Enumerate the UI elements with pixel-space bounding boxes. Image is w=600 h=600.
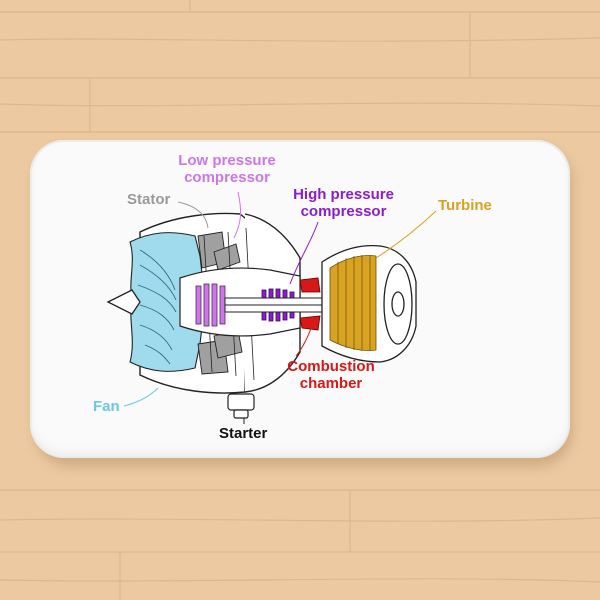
nose-cone — [106, 289, 141, 315]
combustion-chamber — [299, 277, 321, 331]
label-line: chamber — [299, 375, 363, 392]
label-starter: Starter — [219, 425, 268, 442]
exhaust-nozzle — [379, 245, 417, 363]
label-fan: Fan — [93, 398, 120, 415]
label-stator: Stator — [127, 191, 171, 208]
turbine — [321, 244, 386, 363]
label-line: Combustion — [287, 358, 375, 375]
label-line: compressor — [184, 169, 270, 186]
label-turbine: Turbine — [438, 197, 492, 214]
label-leaders — [123, 191, 437, 424]
label-line: High pressure — [293, 186, 394, 203]
label-combustion-chamber: Combustion chamber — [286, 358, 376, 392]
starter — [227, 393, 255, 419]
label-line: compressor — [300, 203, 387, 220]
label-low-pressure-compressor: Low pressure compressor — [172, 152, 282, 186]
label-line: Low pressure — [178, 152, 276, 169]
label-high-pressure-compressor: High pressure compressor — [281, 186, 406, 220]
